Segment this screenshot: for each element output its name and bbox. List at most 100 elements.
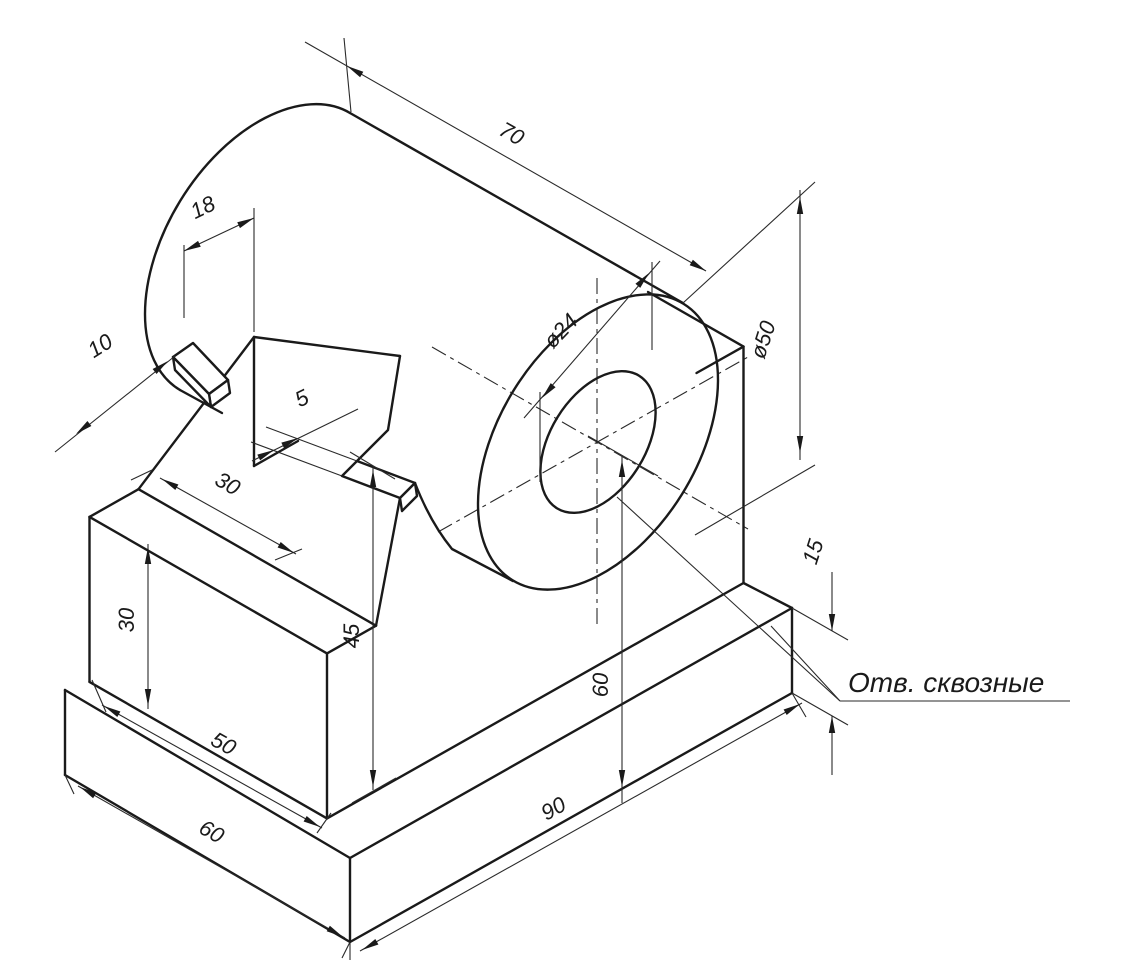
arrowhead xyxy=(80,787,97,799)
leader-line-hole-2 xyxy=(770,625,841,702)
slot-floor-edge xyxy=(252,439,300,468)
center-lines xyxy=(431,278,749,625)
step-ten xyxy=(171,341,232,409)
slope-front-edge xyxy=(374,496,402,627)
arrowhead xyxy=(144,689,152,706)
dim-line-60-bl xyxy=(77,785,346,939)
dimension-arrowheads xyxy=(76,66,836,950)
arrowhead xyxy=(281,438,298,449)
arrowhead xyxy=(257,450,274,461)
shoulder-back-edge xyxy=(88,488,140,519)
shoulder-inner-edge xyxy=(137,488,378,627)
arrowhead xyxy=(237,218,254,229)
base-top-left-edge xyxy=(63,688,352,860)
dim-text-70: 70 xyxy=(495,117,529,151)
dim-text-60bl: 60 xyxy=(195,815,229,849)
step-five-front-face xyxy=(398,481,419,513)
dim-text-60r: 60 xyxy=(588,672,613,697)
cylinder-top-silhouette xyxy=(348,111,685,305)
arrowhead xyxy=(796,436,804,453)
arrowhead xyxy=(635,273,649,288)
dim-line-30-slope xyxy=(159,477,297,555)
arrowhead xyxy=(796,197,804,214)
dim-line-70 xyxy=(304,41,707,272)
step-five xyxy=(340,459,419,513)
arrowhead xyxy=(162,479,179,491)
slope-back-edge xyxy=(137,335,256,491)
outer-circle-ellipse xyxy=(476,293,720,591)
arrowhead xyxy=(689,259,706,271)
hole-ellipse xyxy=(539,369,657,515)
dim-text-18: 18 xyxy=(186,190,220,224)
ext-line-60bl-a xyxy=(64,774,75,795)
step-ten-side-face xyxy=(171,355,213,409)
ext-line-70-right xyxy=(682,181,816,304)
arrowhead xyxy=(542,383,556,398)
arrowhead xyxy=(104,706,121,718)
arrowhead xyxy=(326,925,343,937)
ext-line-90-b xyxy=(791,692,807,718)
base-bottom-right-edge xyxy=(348,691,794,944)
dim-text-10: 10 xyxy=(83,328,118,363)
pedestal-wall-edges xyxy=(88,290,745,820)
arrowhead xyxy=(277,541,294,553)
arrowhead xyxy=(76,421,92,434)
ext-line-60r-top xyxy=(587,435,659,477)
note-through-holes: Отв. сквозные xyxy=(848,667,1044,698)
ext-line-45-bottom xyxy=(351,777,397,804)
ext-line-50-b xyxy=(316,812,332,834)
base-plate-edges xyxy=(63,581,794,944)
cylinder-bottom-silhouette-back xyxy=(178,388,224,415)
ext-line-5-a xyxy=(265,426,358,462)
arrowhead xyxy=(369,470,377,487)
dim-text-15: 15 xyxy=(797,535,829,567)
ext-line-30s-b xyxy=(274,548,303,561)
arrowhead xyxy=(618,770,626,787)
arrowhead xyxy=(369,770,377,787)
dim-text-50: 50 xyxy=(207,727,241,761)
ext-line-d50-lower xyxy=(694,464,816,536)
ext-line-60bl-b xyxy=(341,941,351,959)
ext-line-70-left xyxy=(343,37,352,113)
arrowhead xyxy=(618,460,626,477)
right-shoulder-top-edge xyxy=(646,290,745,348)
dim-text-d24: ø24 xyxy=(538,308,582,353)
arrowhead xyxy=(362,938,379,950)
dim-text-d50: ø50 xyxy=(745,317,781,362)
wall-front-bottom-edge xyxy=(325,581,745,820)
cylinder-back-arc xyxy=(143,103,352,392)
center-line-diagonal xyxy=(437,356,749,533)
ext-line-30s-a xyxy=(130,469,153,481)
shoulder-front-edge xyxy=(325,624,378,655)
arrowhead xyxy=(184,240,201,251)
dim-text-30v: 30 xyxy=(114,607,139,632)
arrowhead xyxy=(828,614,836,631)
arrowhead xyxy=(152,361,168,374)
cylinder-bottom-silhouette-front xyxy=(413,481,515,583)
ext-line-50-a xyxy=(91,679,107,713)
arrowhead xyxy=(347,66,364,78)
part-outline xyxy=(63,103,794,944)
leader-line-hole-1 xyxy=(616,496,841,702)
right-shoulder-edge xyxy=(695,345,745,375)
arrowhead xyxy=(303,815,320,827)
ext-line-45-top xyxy=(349,451,396,480)
ext-line-15-bottom xyxy=(791,692,849,726)
base-top-right-corner-edge xyxy=(742,581,794,610)
slot-cylinder-intersection xyxy=(355,354,402,463)
arrowhead xyxy=(828,716,836,733)
cylinder-front-face xyxy=(476,293,720,591)
ext-line-5-b xyxy=(250,441,343,477)
dim-line-90 xyxy=(359,702,803,952)
dim-text-30s: 30 xyxy=(211,467,245,501)
ext-line-15-top xyxy=(791,607,849,641)
arrowhead xyxy=(144,547,152,564)
wall-left-top-edge xyxy=(88,515,329,655)
dim-line-50 xyxy=(101,704,323,829)
dim-line-10 xyxy=(54,355,176,453)
base-top-right-edge xyxy=(348,606,794,860)
arrowhead xyxy=(783,704,800,716)
dim-text-45: 45 xyxy=(339,623,364,648)
